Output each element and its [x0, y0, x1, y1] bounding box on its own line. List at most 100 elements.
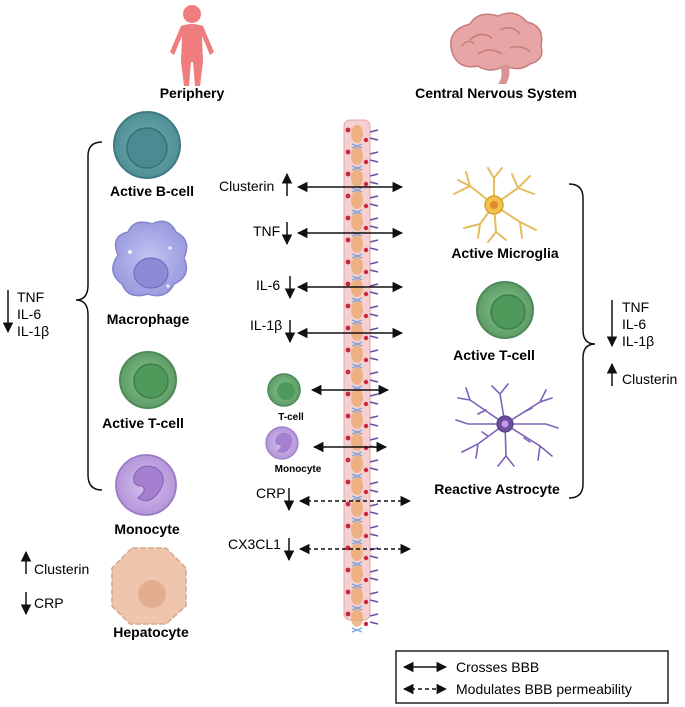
astrocyte-endfoot [369, 415, 379, 427]
red-blood-cell [345, 457, 351, 463]
tight-junction [351, 451, 363, 457]
endothelial-cell [351, 367, 363, 385]
red-blood-cell [345, 215, 351, 221]
red-blood-cell [345, 391, 351, 397]
red-blood-cell [345, 193, 351, 199]
tight-junction [351, 297, 363, 303]
endothelial-cell [351, 389, 363, 407]
tight-junction [351, 253, 363, 259]
astrocyte-endfoot [369, 305, 379, 317]
red-blood-cell [363, 533, 369, 539]
red-blood-cell [363, 181, 369, 187]
astrocyte-endfoot [369, 261, 379, 273]
periphery-crp: CRP [34, 595, 64, 611]
red-blood-cell [345, 259, 351, 265]
astrocyte-endfoot [369, 239, 379, 251]
endothelial-cell [351, 191, 363, 209]
cns-il1b: IL-1β [622, 333, 654, 349]
red-blood-cell [345, 589, 351, 595]
tight-junction [351, 583, 363, 589]
red-blood-cell [345, 567, 351, 573]
endothelial-cell [351, 213, 363, 231]
red-blood-cell [345, 237, 351, 243]
astrocyte-endfoot [369, 481, 379, 493]
astrocyte-endfoot [369, 283, 379, 295]
macrophage-icon [112, 220, 188, 297]
endothelial-cell [351, 323, 363, 341]
periphery-bracket [75, 141, 103, 491]
astrocyte-endfoot [369, 613, 379, 625]
red-blood-cell [363, 621, 369, 627]
astrocyte-endfoot [369, 371, 379, 383]
legend-modulates-label: Modulates BBB permeability [456, 681, 632, 697]
tight-junction [351, 429, 363, 435]
red-blood-cell [345, 413, 351, 419]
endothelial-cell [351, 411, 363, 429]
astrocyte-icon [455, 383, 559, 467]
small-t-cell-icon [267, 373, 301, 407]
endothelial-cell [351, 521, 363, 539]
endothelial-cell [351, 301, 363, 319]
endothelial-cell [351, 147, 363, 165]
blood-brain-barrier [343, 119, 379, 633]
red-blood-cell [363, 225, 369, 231]
bbb-cx3cl1-label: CX3CL1 [228, 536, 281, 552]
astrocyte-endfoot [369, 459, 379, 471]
red-blood-cell [363, 335, 369, 341]
tight-junction [351, 209, 363, 215]
periphery-clusterin: Clusterin [34, 561, 89, 577]
monocyte-label: Monocyte [114, 521, 180, 537]
endothelial-cell [351, 235, 363, 253]
tight-junction [351, 605, 363, 611]
red-blood-cell [363, 203, 369, 209]
macrophage-label: Macrophage [107, 311, 190, 327]
astrocyte-endfoot [369, 151, 379, 163]
astrocyte-endfoot [369, 503, 379, 515]
brain-icon [450, 12, 543, 84]
endothelial-cell [351, 565, 363, 583]
cns-bracket [568, 183, 596, 499]
endothelial-cell [351, 345, 363, 363]
t-cell-icon [119, 351, 177, 409]
astrocyte-endfoot [369, 129, 379, 141]
bbb-tnf-label: TNF [253, 223, 280, 239]
red-blood-cell [363, 269, 369, 275]
legend-crosses-label: Crosses BBB [456, 659, 539, 675]
astrocyte-endfoot [369, 569, 379, 581]
red-blood-cell [363, 489, 369, 495]
tight-junction [351, 627, 363, 633]
red-blood-cell [363, 577, 369, 583]
cns-clusterin: Clusterin [622, 371, 677, 387]
red-blood-cell [345, 347, 351, 353]
hepatocyte-icon [111, 547, 187, 625]
legend-box [395, 650, 669, 704]
b-cell-icon [113, 111, 181, 179]
red-blood-cell [363, 313, 369, 319]
red-blood-cell [363, 357, 369, 363]
astrocyte-endfoot [369, 393, 379, 405]
red-blood-cell [345, 501, 351, 507]
red-blood-cell [345, 523, 351, 529]
red-blood-cell [363, 291, 369, 297]
tight-junction [351, 407, 363, 413]
cns-t-cell-label: Active T-cell [453, 347, 535, 363]
endothelial-cell [351, 279, 363, 297]
endothelial-cell [351, 433, 363, 451]
astrocyte-endfoot [369, 217, 379, 229]
red-blood-cell [345, 479, 351, 485]
astrocyte-endfoot [369, 349, 379, 361]
periphery-tnf: TNF [17, 289, 44, 305]
tight-junction [351, 539, 363, 545]
astrocyte-endfoot [369, 525, 379, 537]
red-blood-cell [345, 325, 351, 331]
hepatocyte-label: Hepatocyte [113, 624, 189, 640]
cns-tnf: TNF [622, 299, 649, 315]
endothelial-cell [351, 169, 363, 187]
tight-junction [351, 165, 363, 171]
red-blood-cell [363, 401, 369, 407]
red-blood-cell [345, 369, 351, 375]
tight-junction [351, 143, 363, 149]
endothelial-cell [351, 477, 363, 495]
cns-il6: IL-6 [622, 316, 646, 332]
endothelial-cell [351, 609, 363, 627]
